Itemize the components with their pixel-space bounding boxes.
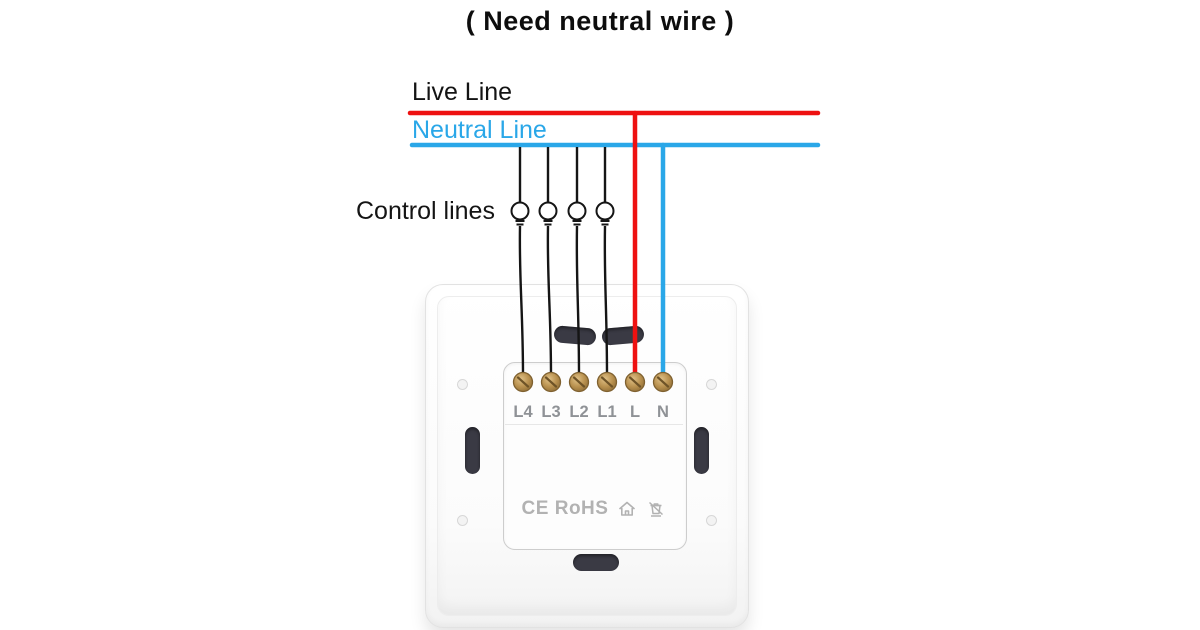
mounting-slot-left [465,427,480,474]
bulb-icon [538,201,558,226]
screw-hole [457,515,468,526]
weee-bin-icon [649,501,664,517]
certification-row: CE RoHS [503,497,685,521]
bulb-icon [567,201,587,226]
terminal-divider [505,424,683,425]
screw-hole [706,515,717,526]
ce-rohs-text: CE RoHS [521,498,609,519]
neutral-line-label: Neutral Line [412,116,547,144]
mounting-slot-top-left [553,325,597,346]
switch-module [503,362,687,550]
diagram-title: ( Need neutral wire ) [465,6,735,36]
bulb-icon [510,201,530,226]
control-lines-label: Control lines [356,197,495,225]
mounting-slot-right [694,427,709,474]
live-line-label: Live Line [412,78,513,106]
panel-inner-plate [437,296,737,616]
house-icon [619,501,636,516]
screw-hole [457,379,468,390]
screw-hole [706,379,717,390]
bulb-icon [595,201,615,226]
mounting-slot-bottom [573,554,619,571]
